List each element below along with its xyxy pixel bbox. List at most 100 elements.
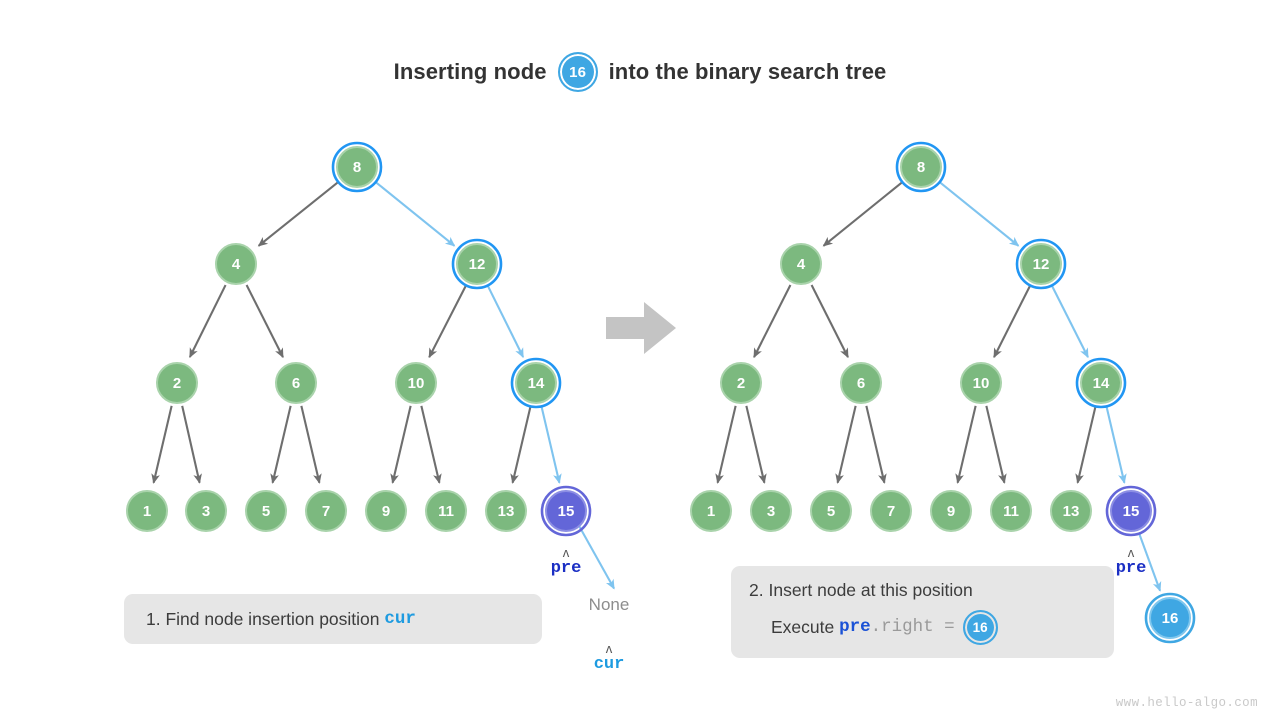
caption-1-var: cur: [384, 609, 416, 629]
tree-node-6[interactable]: 6: [840, 362, 882, 404]
tree-node-9[interactable]: 9: [930, 490, 972, 532]
tree-node-13[interactable]: 13: [1050, 490, 1092, 532]
node-value: 11: [1003, 503, 1019, 520]
tree-node-15[interactable]: 15: [1105, 485, 1157, 537]
node-circle: [365, 490, 407, 532]
node-value: 8: [353, 159, 361, 176]
node-value: 14: [528, 375, 545, 392]
caption-step-1: 1. Find node insertion position cur: [124, 594, 542, 644]
tree-edge: [181, 405, 202, 484]
tree-edge: [1105, 405, 1127, 484]
tree-node-7[interactable]: 7: [870, 490, 912, 532]
tree-node-8[interactable]: 8: [895, 141, 947, 193]
node-value: 3: [767, 503, 775, 520]
node-value: 15: [558, 503, 575, 520]
node-highlight-ring: [331, 141, 383, 193]
node-value: 5: [827, 503, 835, 520]
tree-node-1[interactable]: 1: [126, 490, 168, 532]
node-highlight-ring: [540, 485, 592, 537]
tree-edge: [390, 405, 412, 484]
none-label: None: [569, 595, 649, 615]
node-circle: [960, 362, 1002, 404]
node-circle: [1050, 490, 1092, 532]
tree-node-9[interactable]: 9: [365, 490, 407, 532]
tree-node-6[interactable]: 6: [275, 362, 317, 404]
tree-edge: [938, 180, 1020, 247]
node-value: 2: [737, 375, 745, 392]
tree-node-8[interactable]: 8: [331, 141, 383, 193]
tree-edge: [745, 405, 767, 484]
tree-node-12[interactable]: 12: [451, 238, 503, 290]
tree-node-16[interactable]: 16: [1144, 592, 1196, 644]
title-suffix: into the binary search tree: [608, 59, 887, 84]
tree-node-14[interactable]: 14: [510, 357, 562, 409]
node-highlight-ring: [1015, 238, 1067, 290]
node-highlight-ring: [895, 141, 947, 193]
tree-edge: [428, 284, 468, 359]
tree-node-11[interactable]: 11: [425, 490, 467, 532]
node-value: 4: [797, 256, 806, 273]
node-circle: [305, 490, 347, 532]
tree-edge: [715, 405, 737, 484]
node-value: 10: [408, 375, 425, 392]
tree-node-3[interactable]: 3: [185, 490, 227, 532]
caret-up-icon: ʌ: [1127, 545, 1135, 560]
node-value: 12: [469, 256, 486, 273]
page-title: Inserting node 16 into the binary search…: [0, 52, 1280, 92]
node-circle: [156, 362, 198, 404]
tree-edge: [955, 405, 977, 484]
watermark: www.hello-algo.com: [1115, 696, 1258, 710]
tree-node-1[interactable]: 1: [690, 490, 732, 532]
node-value: 9: [382, 503, 390, 520]
node-value: 1: [707, 503, 715, 520]
tree-node-3[interactable]: 3: [750, 490, 792, 532]
node-circle: [275, 362, 317, 404]
tree-node-2[interactable]: 2: [720, 362, 762, 404]
tree-edge: [753, 284, 792, 359]
tree-edge: [577, 523, 615, 590]
tree-node-4[interactable]: 4: [780, 243, 822, 285]
node-circle: [900, 146, 942, 188]
tree-node-4[interactable]: 4: [215, 243, 257, 285]
tree-node-15[interactable]: 15: [540, 485, 592, 537]
node-value: 5: [262, 503, 270, 520]
tree-edge: [486, 284, 525, 358]
node-circle: [126, 490, 168, 532]
node-highlight-ring: [1105, 485, 1157, 537]
tree-node-5[interactable]: 5: [810, 490, 852, 532]
node-highlight-ring: [510, 357, 562, 409]
node-highlight-ring: [1075, 357, 1127, 409]
title-prefix: Inserting node: [393, 59, 547, 84]
tree-node-5[interactable]: 5: [245, 490, 287, 532]
cur-label-text: cur: [593, 655, 625, 674]
node-circle: [810, 490, 852, 532]
node-value: 1: [143, 503, 151, 520]
node-circle: [425, 490, 467, 532]
tree-node-13[interactable]: 13: [485, 490, 527, 532]
tree-node-11[interactable]: 11: [990, 490, 1032, 532]
tree-node-2[interactable]: 2: [156, 362, 198, 404]
node-value: 16: [1162, 610, 1179, 627]
node-value: 3: [202, 503, 210, 520]
pre-label-text: pre: [550, 559, 582, 578]
caret-up-icon: ʌ: [605, 641, 613, 656]
tree-edge: [188, 284, 227, 358]
node-circle: [485, 490, 527, 532]
tree-node-7[interactable]: 7: [305, 490, 347, 532]
right-arrow-icon: [606, 302, 676, 354]
node-value: 7: [887, 503, 895, 520]
tree-node-10[interactable]: 10: [395, 362, 437, 404]
tree-node-10[interactable]: 10: [960, 362, 1002, 404]
tree-node-12[interactable]: 12: [1015, 238, 1067, 290]
node-highlight-ring: [451, 238, 503, 290]
none-label-text: None: [588, 595, 630, 614]
tree-edge: [1138, 532, 1162, 592]
tree-node-14[interactable]: 14: [1075, 357, 1127, 409]
node-value: 6: [857, 375, 865, 392]
caption-1-number: 1.: [146, 608, 161, 629]
